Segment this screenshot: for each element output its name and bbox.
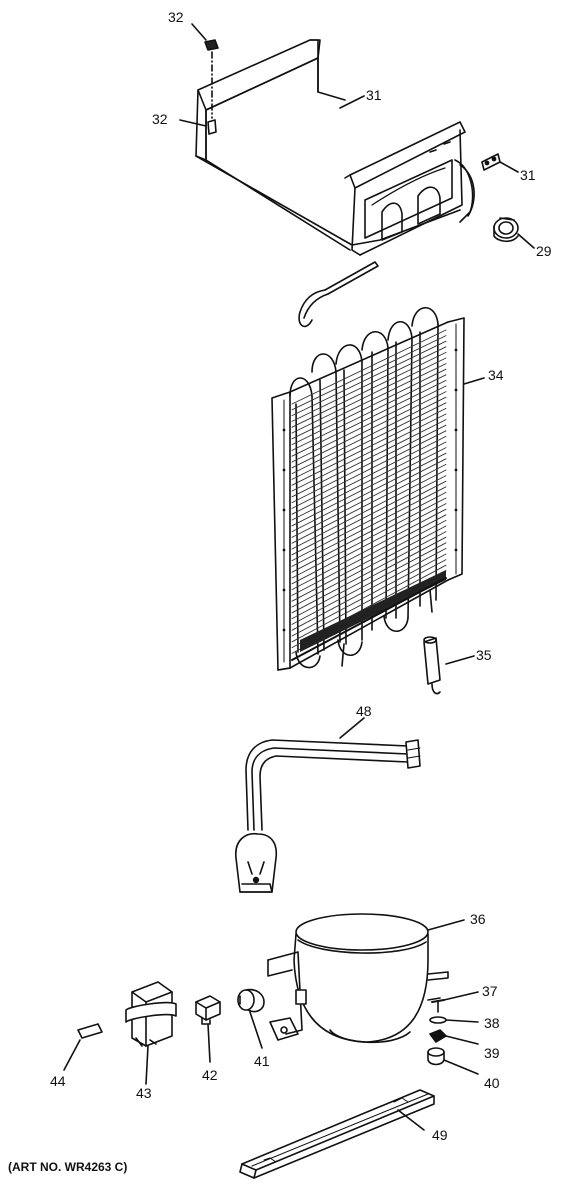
leader-36 — [428, 920, 464, 930]
part-37-bolt — [432, 1000, 444, 1012]
condenser-fin — [292, 554, 446, 636]
part-34-condenser — [272, 308, 464, 670]
leader-34 — [464, 378, 484, 384]
condenser-fin — [292, 330, 446, 404]
part-31-bracket — [482, 154, 500, 170]
condenser-fin — [292, 397, 446, 473]
condenser-fin — [292, 375, 446, 451]
condenser-fin — [292, 392, 446, 468]
condenser-fin — [292, 336, 446, 410]
condenser-fin — [292, 492, 446, 572]
leader-43 — [146, 1046, 148, 1084]
part-42-relay — [196, 996, 220, 1024]
condenser-fin — [292, 515, 446, 596]
condenser-fin — [292, 358, 446, 433]
leader-48 — [340, 718, 364, 738]
condenser-fin — [292, 464, 446, 543]
leader-32a — [192, 24, 206, 40]
condenser-fin — [292, 448, 446, 526]
condenser-fin — [292, 476, 446, 555]
part-39-grommet — [430, 1030, 446, 1042]
condenser-fin — [292, 386, 446, 462]
part-40-sleeve — [428, 1048, 444, 1065]
condenser-fin — [292, 347, 446, 422]
callout-39: 39 — [484, 1045, 500, 1061]
condenser-fin — [292, 442, 446, 520]
condenser-fin — [292, 498, 446, 578]
art-number: (ART NO. WR4263 C) — [8, 1160, 128, 1174]
callout-36: 36 — [470, 911, 486, 927]
leader-31b — [500, 162, 518, 172]
condenser-fin — [292, 364, 446, 439]
callout-31-bracket: 31 — [520, 167, 536, 183]
condenser-fin — [292, 509, 446, 589]
condenser-fin — [292, 425, 446, 502]
leader-38 — [446, 1020, 478, 1022]
condenser-fin — [292, 431, 446, 509]
callout-32-top: 32 — [168, 9, 184, 25]
callout-34: 34 — [488, 367, 504, 383]
callout-29: 29 — [536, 243, 552, 259]
leader-40 — [444, 1060, 478, 1074]
condenser-fin — [292, 548, 446, 630]
condenser-fin — [292, 481, 446, 560]
condenser-fin — [292, 459, 446, 538]
condenser-fin — [292, 526, 446, 607]
callout-35: 35 — [476, 647, 492, 663]
condenser-fin — [292, 453, 446, 531]
condenser-fin — [292, 369, 446, 444]
condenser-fin — [292, 537, 446, 618]
part-35-drier — [424, 637, 440, 694]
condenser-fin — [292, 403, 446, 480]
leader-31a — [340, 96, 364, 108]
condenser-fin — [292, 436, 446, 514]
condenser-fin — [292, 487, 446, 567]
part-43-cover — [126, 982, 176, 1046]
condenser-fin — [292, 520, 446, 601]
callout-32-lower: 32 — [152, 111, 168, 127]
condenser-fin — [292, 470, 446, 549]
condenser-fin — [292, 532, 446, 613]
leader-49 — [398, 1110, 424, 1130]
leader-41 — [250, 1012, 262, 1048]
part-41-overload — [238, 990, 264, 1012]
callout-49: 49 — [432, 1127, 448, 1143]
condenser-fin — [292, 560, 446, 642]
part-32-clip — [180, 40, 218, 134]
part-44-pin — [78, 1024, 102, 1038]
condenser-fin — [292, 341, 446, 415]
leader-37 — [444, 992, 478, 1000]
callout-38: 38 — [484, 1015, 500, 1031]
callout-42: 42 — [202, 1067, 218, 1083]
condenser-fin — [292, 414, 446, 491]
condenser-fin — [292, 408, 446, 485]
part-38-washer — [430, 1017, 446, 1023]
callout-43: 43 — [136, 1085, 152, 1101]
leader-35 — [446, 656, 474, 664]
condenser-fin — [292, 420, 446, 497]
part-49-rail — [240, 1090, 434, 1178]
callout-37: 37 — [482, 983, 498, 999]
leader-39 — [446, 1036, 478, 1044]
leader-44 — [64, 1040, 80, 1070]
leader-42 — [208, 1024, 210, 1062]
part-31-shroud — [196, 40, 474, 326]
callout-41: 41 — [254, 1053, 270, 1069]
leader-29 — [518, 234, 534, 248]
callout-44: 44 — [50, 1073, 66, 1089]
condenser-fin — [292, 380, 446, 456]
callout-31-shroud: 31 — [366, 87, 382, 103]
condenser-fin — [292, 352, 446, 427]
condenser-fin — [292, 543, 446, 625]
part-29-clamp — [494, 218, 518, 241]
callout-48: 48 — [356, 703, 372, 719]
condenser-fin — [292, 504, 446, 584]
callout-40: 40 — [484, 1075, 500, 1091]
part-36-compressor — [268, 914, 448, 1042]
part-48-cord — [236, 740, 420, 892]
